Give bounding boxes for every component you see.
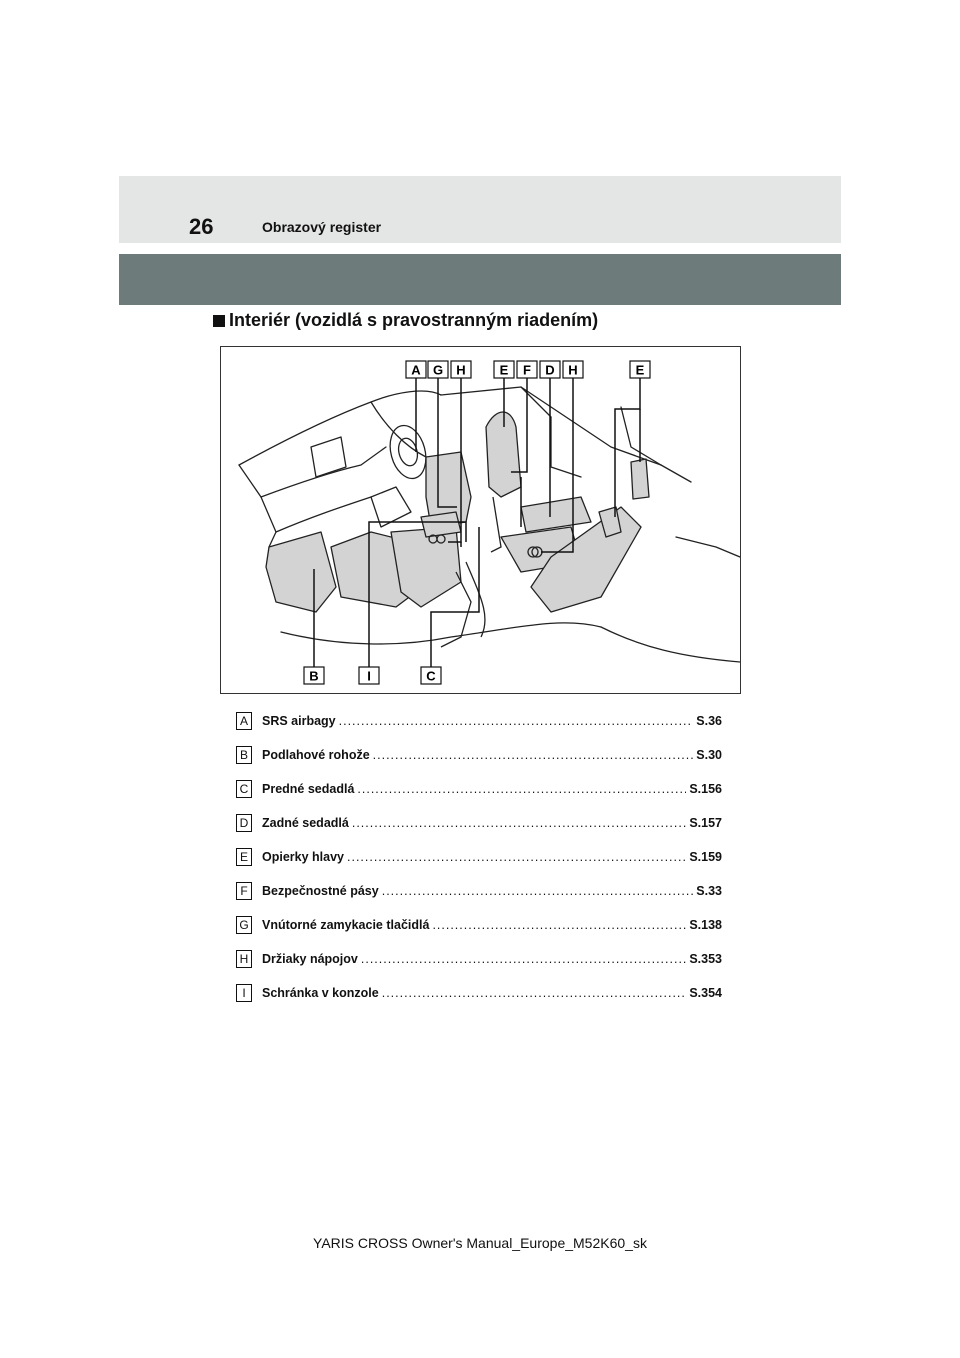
item-page-ref[interactable]: S.33 bbox=[696, 884, 722, 898]
leader-dots: ........................................… bbox=[357, 782, 686, 796]
figure-label: A bbox=[411, 363, 421, 378]
item-label: Bezpečnostné pásy bbox=[262, 884, 379, 898]
figure-label: G bbox=[433, 363, 443, 378]
item-letter: C bbox=[236, 780, 252, 798]
index-item[interactable]: C Predné sedadlá .......................… bbox=[236, 772, 722, 806]
page-number: 26 bbox=[189, 214, 214, 239]
leader-dots: ........................................… bbox=[372, 748, 694, 762]
index-item[interactable]: D Zadné sedadlá ........................… bbox=[236, 806, 722, 840]
item-page-ref[interactable]: S.159 bbox=[689, 850, 722, 864]
item-label: Vnútorné zamykacie tlačidlá bbox=[262, 918, 430, 932]
item-letter: A bbox=[236, 712, 252, 730]
item-page-ref[interactable]: S.138 bbox=[689, 918, 722, 932]
index-item[interactable]: I Schránka v konzole ...................… bbox=[236, 976, 722, 1010]
interior-drawing: A G H E F D H E B I C bbox=[238, 360, 740, 685]
figure-label: B bbox=[309, 669, 318, 684]
item-letter: E bbox=[236, 848, 252, 866]
leader-dots: ........................................… bbox=[351, 816, 686, 830]
item-letter: I bbox=[236, 984, 252, 1002]
index-item[interactable]: E Opierky hlavy ........................… bbox=[236, 840, 722, 874]
item-label: Opierky hlavy bbox=[262, 850, 344, 864]
item-label: Držiaky nápojov bbox=[262, 952, 358, 966]
figure-bottom-labels: B I C bbox=[303, 666, 442, 685]
item-page-ref[interactable]: S.36 bbox=[696, 714, 722, 728]
leader-dots: ........................................… bbox=[381, 884, 694, 898]
leader-dots: ........................................… bbox=[347, 850, 687, 864]
item-page-ref[interactable]: S.30 bbox=[696, 748, 722, 762]
interior-illustration: A G H E F D H E B I C bbox=[220, 346, 741, 694]
item-label: Zadné sedadlá bbox=[262, 816, 349, 830]
square-bullet-icon bbox=[213, 314, 225, 327]
item-label: Podlahové rohože bbox=[262, 748, 370, 762]
item-label: Predné sedadlá bbox=[262, 782, 355, 796]
item-letter: B bbox=[236, 746, 252, 764]
item-page-ref[interactable]: S.156 bbox=[689, 782, 722, 796]
section-title: Obrazový register bbox=[262, 219, 382, 235]
heading-text: Interiér (vozidlá s pravostranným riaden… bbox=[229, 310, 599, 330]
leader-dots: ........................................… bbox=[338, 714, 694, 728]
header-band bbox=[119, 176, 841, 243]
figure-label: I bbox=[367, 669, 371, 684]
figure-label: E bbox=[500, 363, 509, 378]
index-item[interactable]: A SRS airbagy ..........................… bbox=[236, 704, 722, 738]
leader-dots: ........................................… bbox=[360, 952, 686, 966]
index-item[interactable]: F Bezpečnostné pásy ....................… bbox=[236, 874, 722, 908]
figure-label: E bbox=[636, 363, 645, 378]
index-item[interactable]: B Podlahové rohože .....................… bbox=[236, 738, 722, 772]
item-letter: F bbox=[236, 882, 252, 900]
index-item[interactable]: G Vnútorné zamykacie tlačidlá ..........… bbox=[236, 908, 722, 942]
item-label: SRS airbagy bbox=[262, 714, 336, 728]
page-heading: Interiér (vozidlá s pravostranným riaden… bbox=[213, 310, 598, 331]
item-label: Schránka v konzole bbox=[262, 986, 379, 1000]
item-letter: D bbox=[236, 814, 252, 832]
figure-label: H bbox=[568, 363, 577, 378]
item-page-ref[interactable]: S.353 bbox=[689, 952, 722, 966]
item-letter: G bbox=[236, 916, 252, 934]
figure-label: H bbox=[456, 363, 465, 378]
index-item[interactable]: H Držiaky nápojov ......................… bbox=[236, 942, 722, 976]
figure-label: C bbox=[426, 669, 436, 684]
index-list: A SRS airbagy ..........................… bbox=[236, 704, 722, 1010]
leader-dots: ........................................… bbox=[432, 918, 686, 932]
section-band bbox=[119, 254, 841, 305]
item-page-ref[interactable]: S.157 bbox=[689, 816, 722, 830]
figure-top-labels: A G H E F D H E bbox=[405, 360, 651, 379]
item-letter: H bbox=[236, 950, 252, 968]
figure-label: F bbox=[523, 363, 531, 378]
page-footer: YARIS CROSS Owner's Manual_Europe_M52K60… bbox=[313, 1235, 647, 1251]
figure-label: D bbox=[545, 363, 554, 378]
leader-dots: ........................................… bbox=[381, 986, 687, 1000]
item-page-ref[interactable]: S.354 bbox=[689, 986, 722, 1000]
